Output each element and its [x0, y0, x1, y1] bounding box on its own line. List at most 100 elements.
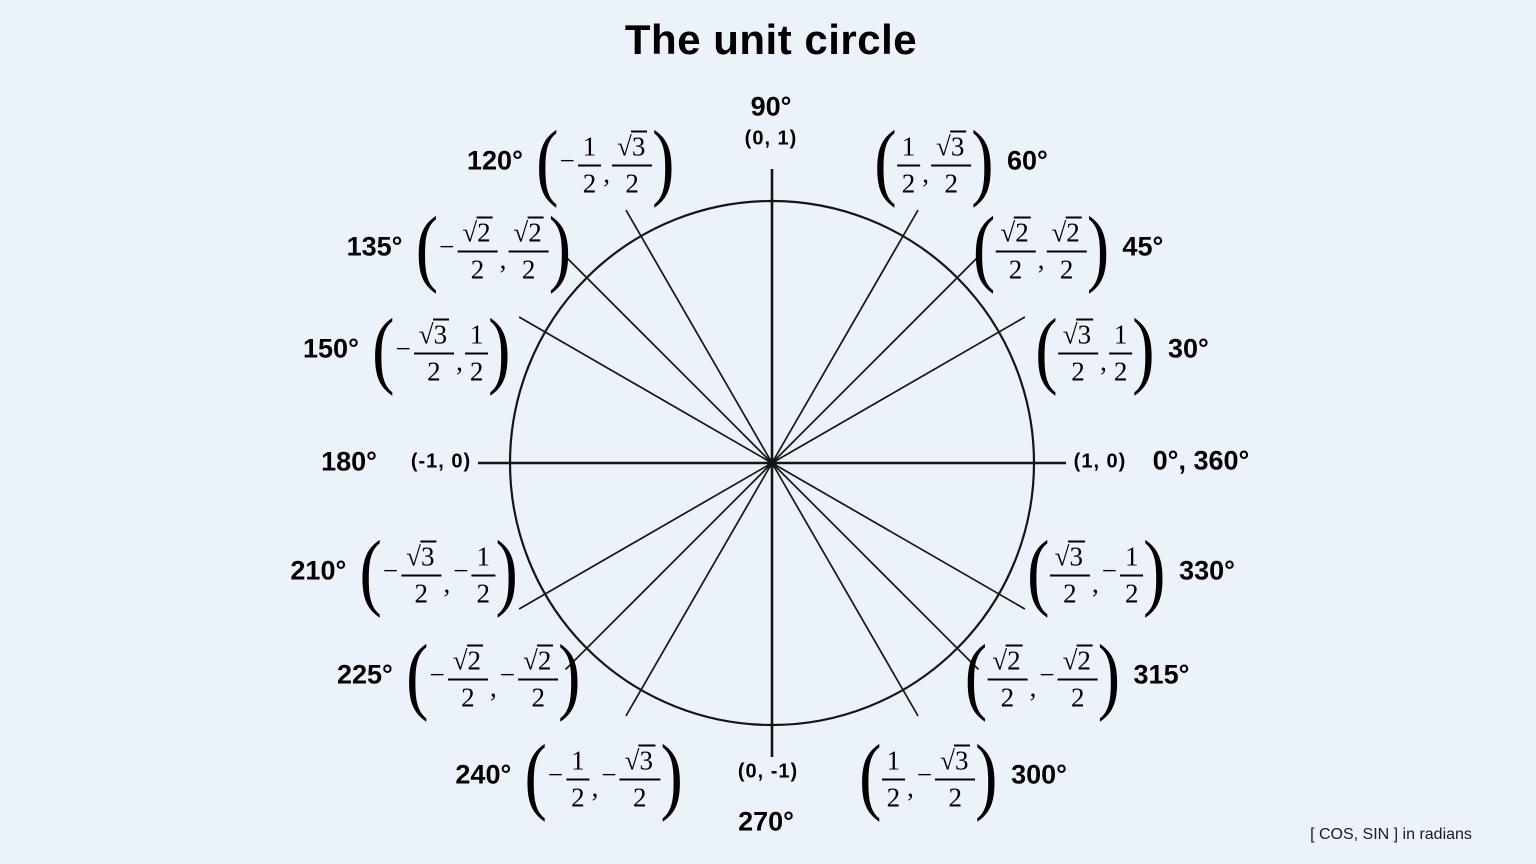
sqrt-icon: √: [617, 131, 632, 162]
sqrt-icon: √: [513, 217, 529, 248]
sqrt-icon: √: [1000, 217, 1016, 248]
angle-degree-label: 300°: [1011, 759, 1067, 790]
angle-ray-60: [771, 209, 919, 464]
angle-ray-330: [771, 462, 1026, 610]
minus-sign: −: [382, 555, 399, 586]
coordinate-label-0-m1: (0, -1): [737, 760, 799, 783]
angle-ray-210: [518, 462, 773, 610]
angle-degree-label: 210°: [290, 555, 347, 586]
angle-ray-120: [625, 209, 773, 464]
angle-degree-label: 30°: [1168, 333, 1209, 364]
comma: ,: [443, 568, 451, 599]
minus-sign: −: [499, 659, 516, 690]
close-paren: ): [548, 198, 572, 295]
open-paren: (: [524, 726, 547, 823]
open-paren: (: [359, 522, 382, 619]
comma: ,: [591, 772, 599, 803]
angle-degree-label: 225°: [336, 659, 393, 690]
comma: ,: [922, 158, 930, 189]
comma: ,: [907, 772, 914, 803]
minus-sign: −: [1101, 555, 1117, 586]
angle-degree-label: 240°: [455, 759, 512, 790]
comma: ,: [499, 244, 507, 275]
angle-ray-300: [771, 462, 919, 717]
angle-ray-45: [771, 255, 980, 464]
comma: ,: [1029, 672, 1037, 703]
close-paren: ): [558, 626, 581, 723]
sqrt-icon: √: [418, 319, 434, 350]
angle-degree-label-0-360: 0°, 360°: [1152, 445, 1250, 476]
minus-sign: −: [559, 145, 575, 176]
minus-sign: −: [601, 759, 617, 790]
minus-sign: −: [453, 555, 469, 586]
sqrt-icon: √: [624, 745, 640, 776]
angle-degree-label-180: 180°: [321, 446, 377, 477]
angle-ray-30: [771, 316, 1026, 464]
sqrt-icon: √: [462, 217, 478, 248]
angle-degree-label: 45°: [1122, 231, 1164, 262]
minus-sign: −: [1039, 659, 1055, 690]
angle-degree-label-90: 90°: [750, 91, 792, 122]
minus-sign: −: [916, 759, 933, 790]
coordinate-label-1-0: (1, 0): [1073, 450, 1127, 473]
sqrt-icon: √: [452, 645, 468, 676]
sqrt-icon: √: [1051, 217, 1067, 248]
angle-ray-135: [564, 255, 773, 464]
comma: ,: [1037, 244, 1045, 275]
angle-degree-label: 120°: [467, 145, 523, 176]
close-paren: ): [971, 112, 994, 209]
close-paren: ): [1143, 522, 1166, 619]
coordinate-label-0-1: (0, 1): [744, 127, 798, 150]
open-paren: (: [372, 300, 395, 397]
angle-degree-label: 330°: [1179, 555, 1235, 586]
close-paren: ): [1086, 198, 1110, 295]
open-paren: (: [536, 112, 559, 209]
open-paren: (: [415, 198, 438, 295]
sqrt-icon: √: [1062, 645, 1078, 676]
sqrt-icon: √: [992, 645, 1008, 676]
angle-ray-240: [625, 462, 773, 717]
angle-ray-150: [518, 316, 773, 464]
angle-ray-225: [564, 462, 773, 671]
open-paren: (: [1027, 522, 1050, 619]
comma: ,: [1091, 568, 1099, 599]
sqrt-icon: √: [940, 745, 955, 776]
page-title: The unit circle: [624, 16, 918, 63]
minus-sign: −: [547, 759, 564, 790]
sqrt-icon: √: [1062, 319, 1078, 350]
angle-ray-315: [771, 462, 980, 671]
sqrt-icon: √: [936, 131, 951, 162]
